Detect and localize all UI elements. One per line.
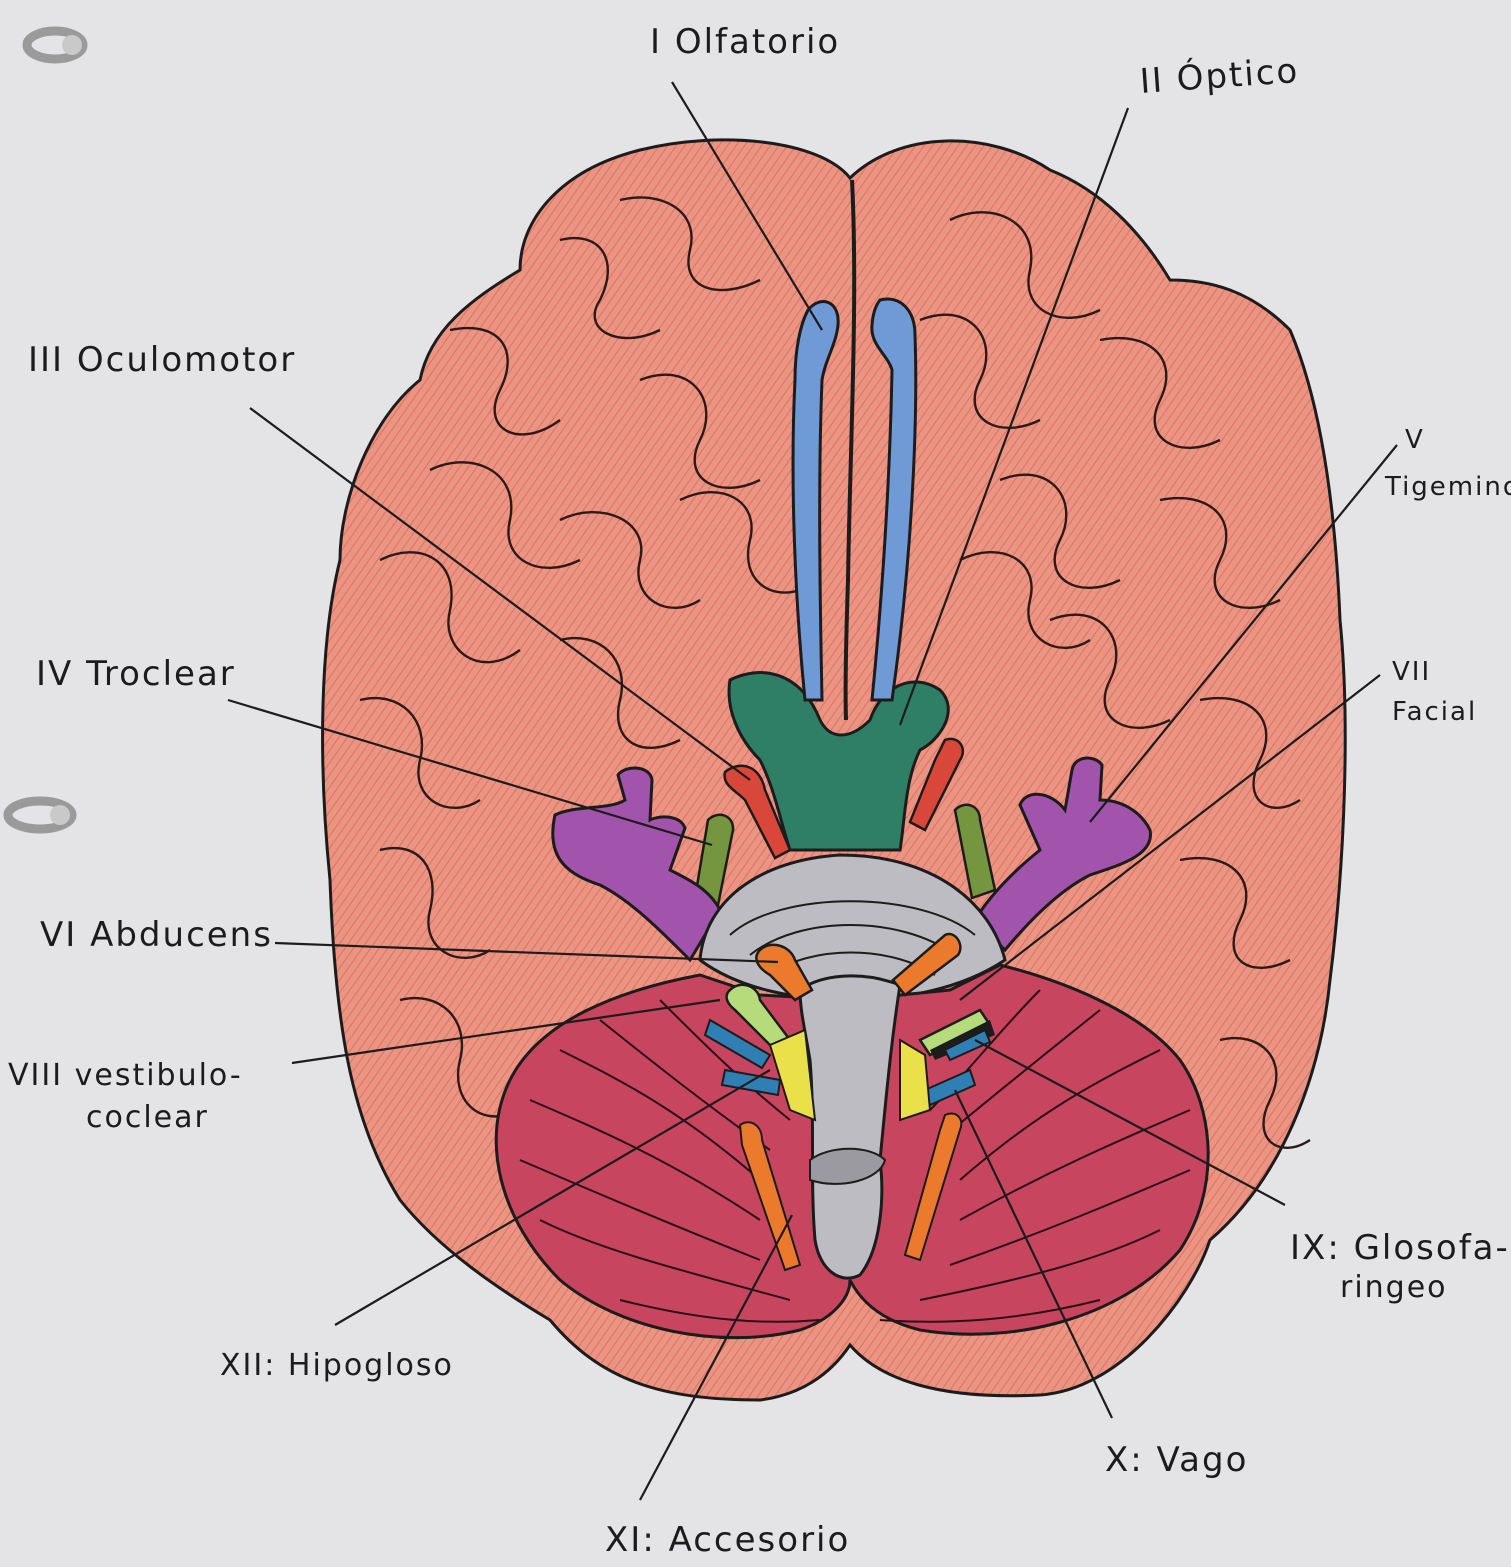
label-abducens: VI Abducens <box>40 915 273 955</box>
label-accesorio: XI: Accesorio <box>605 1520 850 1560</box>
label-glosofaringeo-line1: IX: Glosofa- <box>1290 1228 1510 1268</box>
label-olfatorio: I Olfatorio <box>650 22 840 62</box>
label-trigemino-name: Tigemino <box>1385 472 1511 502</box>
label-troclear: IV Troclear <box>36 654 236 694</box>
label-vestibulo-line2: coclear <box>86 1100 209 1135</box>
label-vestibulo-line1: VIII vestibulo- <box>8 1058 243 1093</box>
label-oculomotor: III Oculomotor <box>28 340 296 380</box>
binder-ring-icon <box>8 801 72 829</box>
label-hipogloso: XII: Hipogloso <box>220 1348 454 1383</box>
label-facial-num: VII <box>1392 657 1431 687</box>
binder-ring-icon <box>27 31 83 59</box>
label-trigemino-num: V <box>1405 425 1425 455</box>
label-facial-name: Facial <box>1392 697 1477 727</box>
label-vago: X: Vago <box>1105 1440 1248 1480</box>
label-glosofaringeo-line2: ringeo <box>1340 1270 1448 1305</box>
